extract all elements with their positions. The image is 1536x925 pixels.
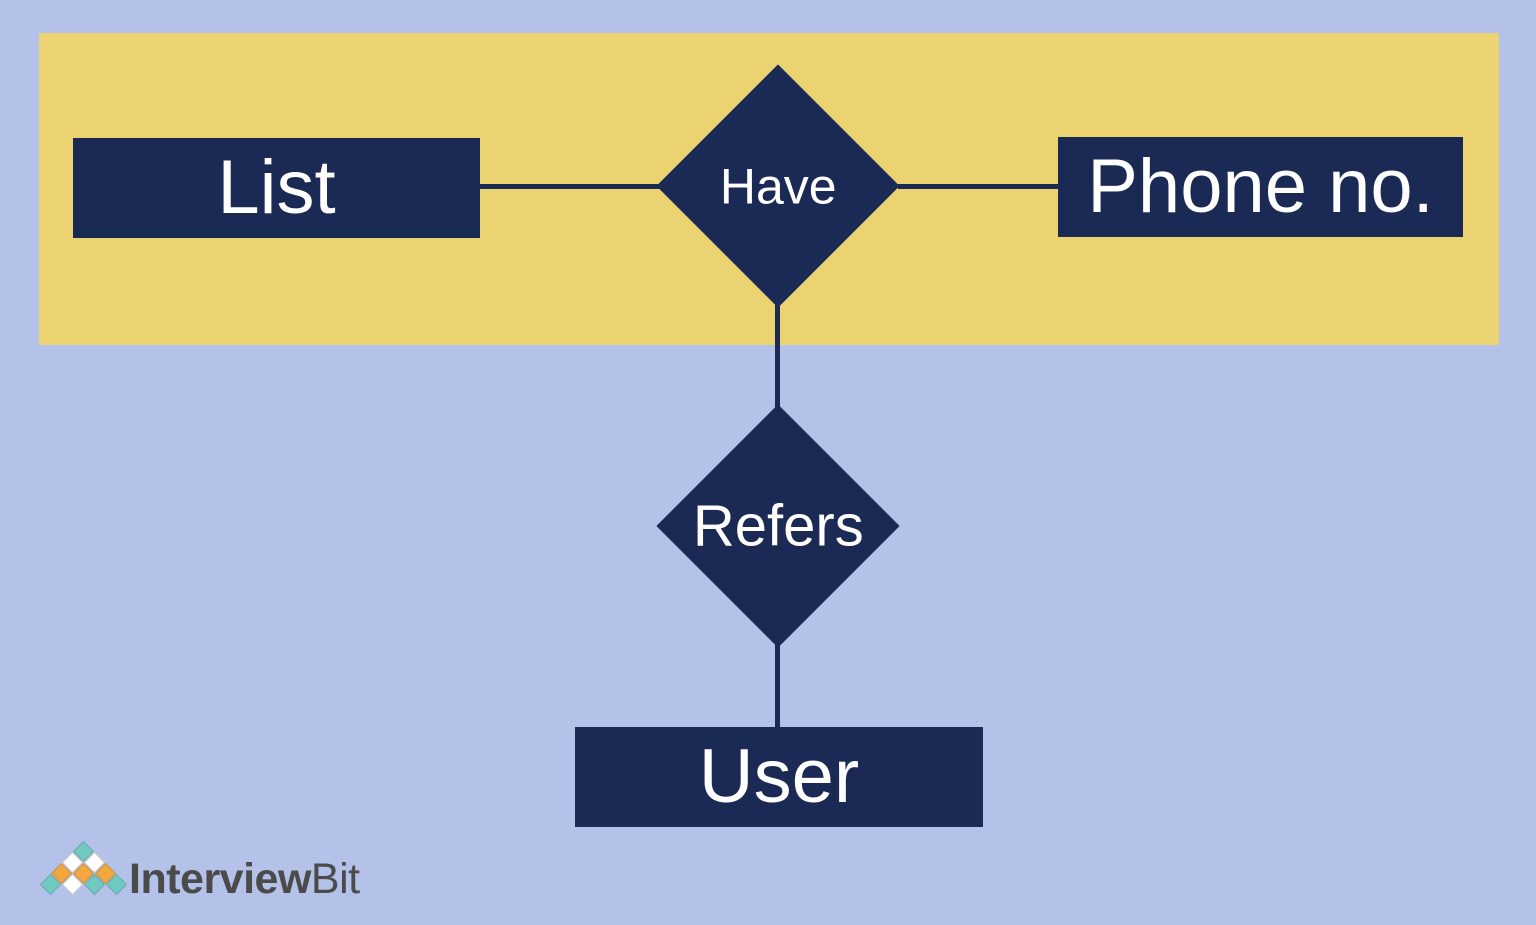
entity-list-label: List [217,145,336,230]
relationship-refers-label: Refers [692,492,864,558]
relationship-have-label: Have [719,157,837,214]
interviewbit-logo-pyramid-icon [39,840,132,904]
entity-user: User [575,727,983,827]
connector-refers-user [775,640,780,732]
connector-have-refers [775,300,780,412]
logo-text-interview: Interview [129,855,311,903]
relationship-refers-diamond: Refers [656,404,900,648]
interviewbit-logo-text: InterviewBit [129,858,360,901]
logo-text-bit: Bit [310,855,360,903]
connector-list-have [478,184,660,189]
entity-list: List [73,138,480,238]
entity-user-label: User [698,734,860,819]
entity-phone-no: Phone no. [1058,137,1463,237]
connector-have-phone-no [898,184,1060,189]
entity-phone-no-label: Phone no. [1087,144,1434,229]
